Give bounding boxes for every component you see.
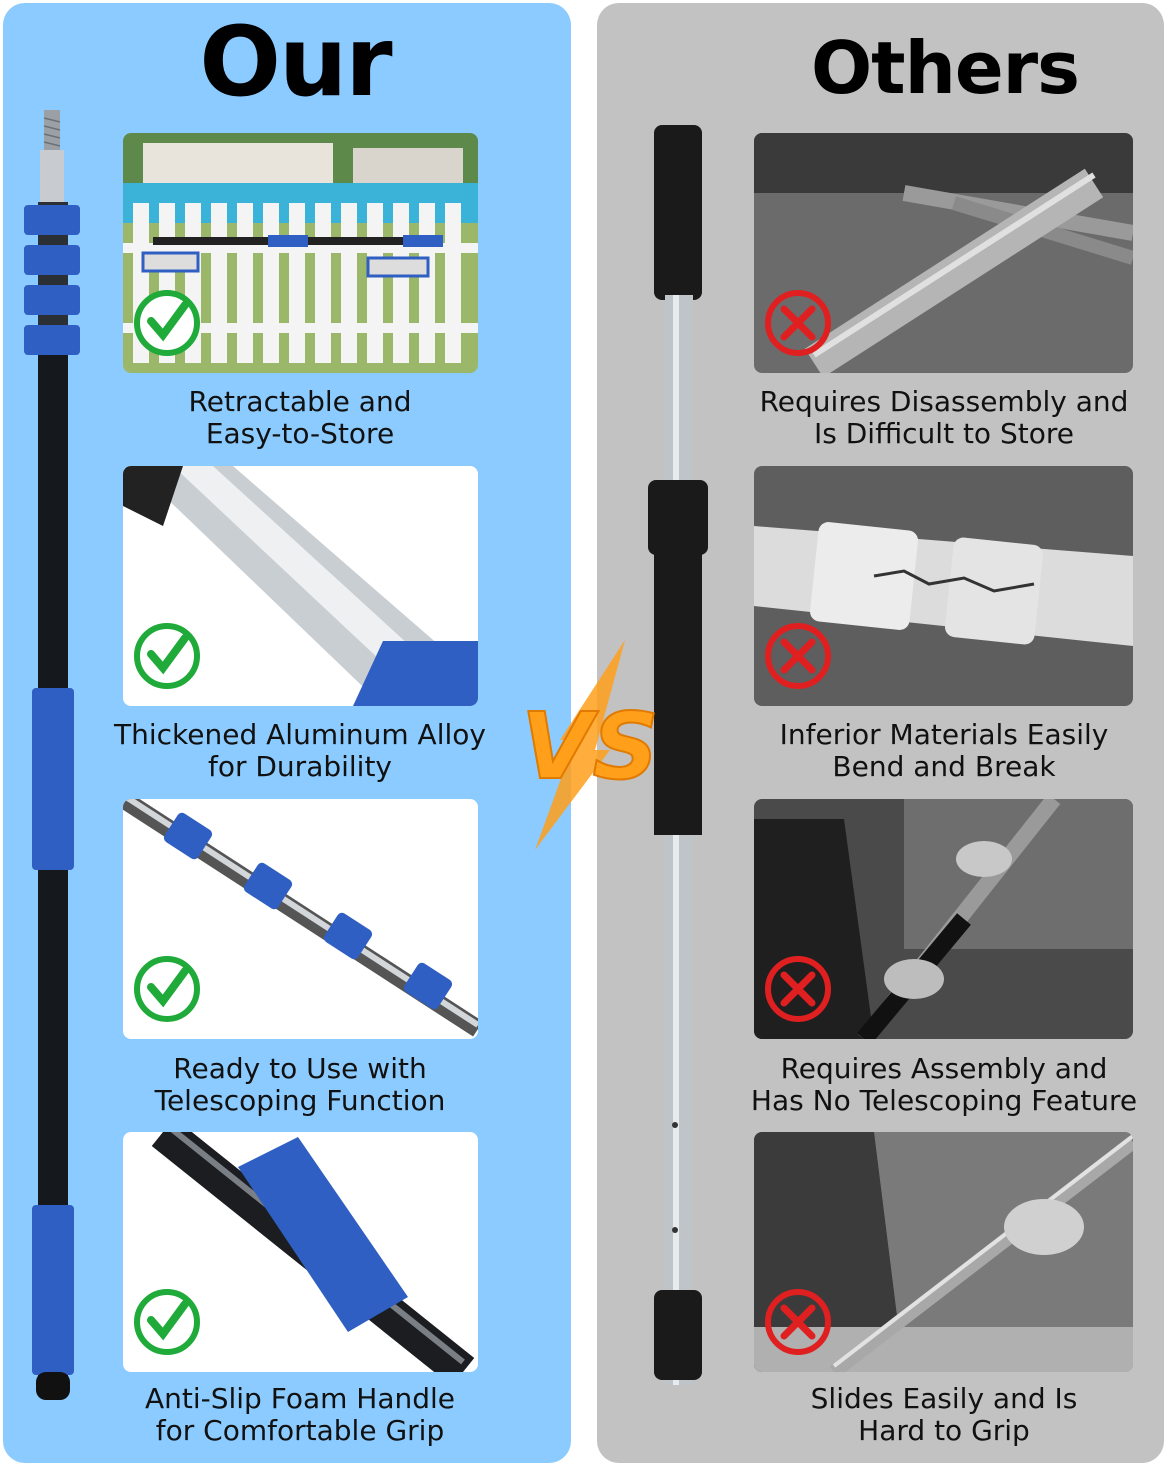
others-caption-disassembly: Requires Disassembly and Is Difficult to…	[759, 385, 1129, 450]
our-caption-foam-handle: Anti-Slip Foam Handle for Comfortable Gr…	[144, 1382, 456, 1447]
others-card-assembly-image	[754, 799, 1133, 1039]
others-caption-slides: Slides Easily and Is Hard to Grip	[810, 1382, 1078, 1447]
vs-text: VS	[521, 693, 658, 800]
red-x-icon	[765, 956, 831, 1022]
our-caption-telescoping: Ready to Use with Telescoping Function	[154, 1052, 446, 1117]
others-caption-inferior-materials: Inferior Materials Easily Bend and Break	[779, 718, 1109, 783]
red-x-icon	[765, 1289, 831, 1355]
others-title: Others	[810, 26, 1080, 110]
our-caption-retractable: Retractable and Easy-to-Store	[188, 385, 412, 450]
our-title: Our	[199, 6, 392, 118]
our-card-aluminum-image	[123, 466, 478, 706]
our-card-foam-handle-image	[123, 1132, 478, 1372]
others-card-inferior-materials-image	[754, 466, 1133, 706]
our-card-retractable-image	[123, 133, 478, 373]
red-x-icon	[765, 623, 831, 689]
red-x-icon	[765, 290, 831, 356]
others-card-disassembly-image	[754, 133, 1133, 373]
aluminum-pole-image	[648, 125, 708, 1385]
our-card-telescoping-image	[123, 799, 478, 1039]
vs-badge: VS	[520, 640, 660, 850]
others-card-slides-image	[754, 1132, 1133, 1372]
others-caption-assembly: Requires Assembly and Has No Telescoping…	[750, 1052, 1138, 1117]
our-caption-aluminum: Thickened Aluminum Alloy for Durability	[114, 718, 486, 783]
blue-telescoping-pole-image	[24, 110, 80, 1400]
